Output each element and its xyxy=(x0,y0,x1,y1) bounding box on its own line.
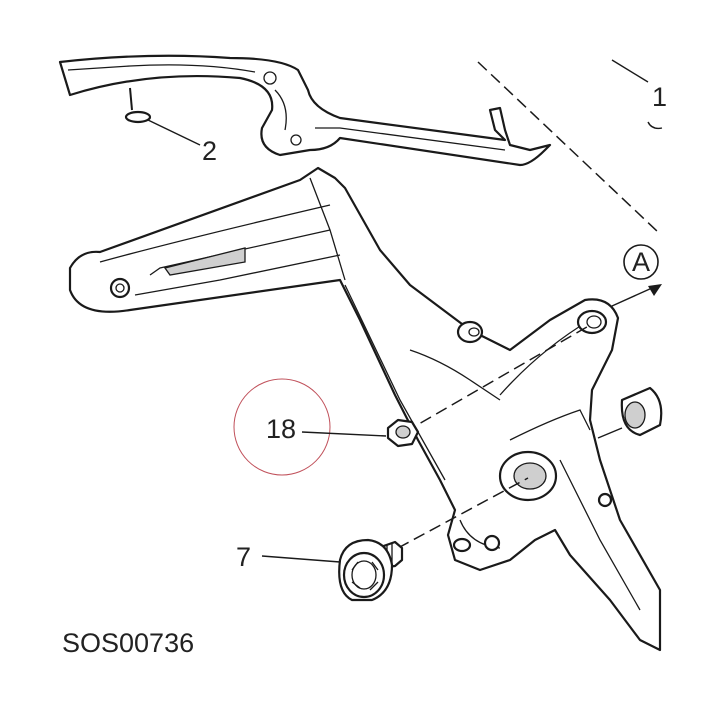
bolt-part-7 xyxy=(338,538,404,602)
side-bush xyxy=(597,386,663,439)
nut-part-18 xyxy=(386,418,420,448)
callout-1: 1 xyxy=(652,82,667,112)
leader-1 xyxy=(611,59,649,83)
leader-18 xyxy=(301,431,387,437)
view-a-label: A xyxy=(632,247,650,277)
dashed-line-bolt xyxy=(397,477,529,549)
mudguard-bracket xyxy=(58,54,552,167)
leader-7 xyxy=(261,555,341,563)
screw-part-2 xyxy=(124,87,152,124)
callout-18: 18 xyxy=(266,414,296,444)
highlight-circle-18 xyxy=(233,378,331,476)
swing-arm xyxy=(68,166,662,652)
view-a-circle xyxy=(623,244,659,280)
callout-7: 7 xyxy=(236,542,251,572)
view-a-arrowhead xyxy=(648,284,662,296)
callout-2: 2 xyxy=(202,136,217,166)
leader-2 xyxy=(147,119,201,146)
partial-part-1 xyxy=(647,121,663,130)
drawing-code: SOS00736 xyxy=(62,628,194,658)
view-a-arrow-line xyxy=(611,287,653,307)
dashed-axis-line xyxy=(477,61,659,233)
